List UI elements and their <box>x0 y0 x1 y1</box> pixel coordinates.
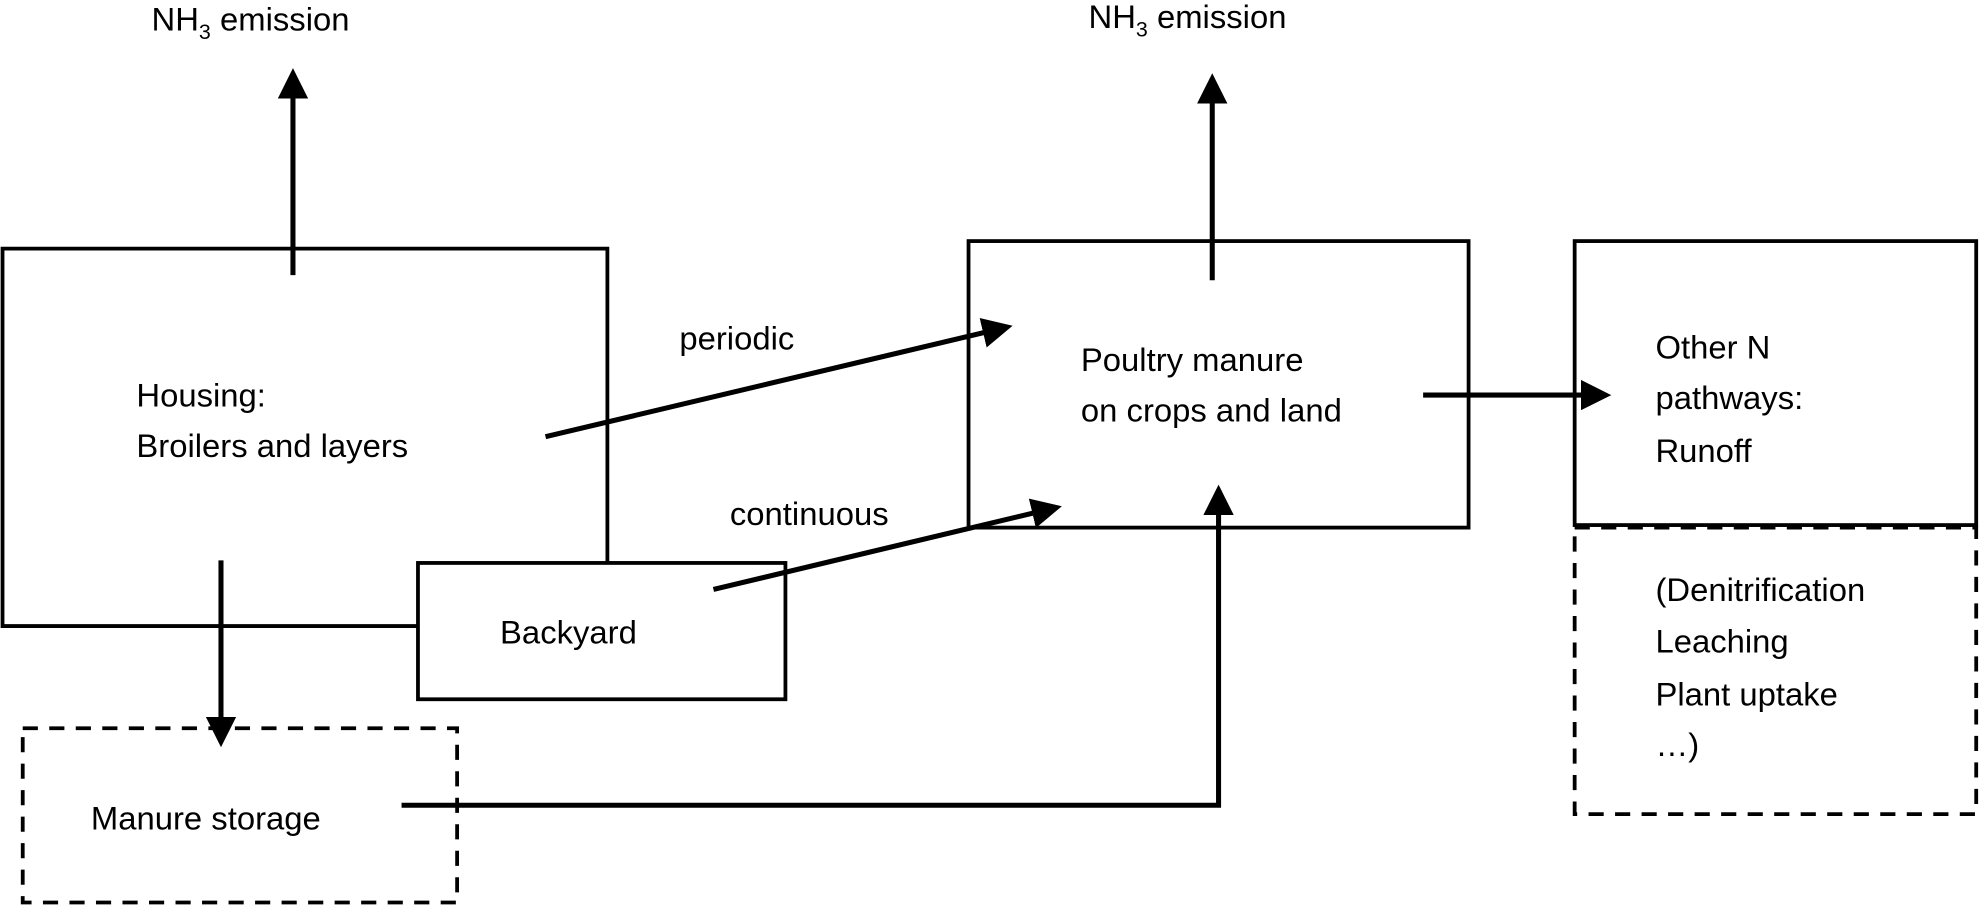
other-details-label-1: (Denitrification <box>1655 571 1865 608</box>
storage-to-land-arrow <box>401 484 1234 808</box>
housing-label-2: Broilers and layers <box>136 427 408 464</box>
backyard-label: Backyard <box>500 614 637 651</box>
housing-label-1: Housing: <box>136 376 266 413</box>
other-details-label-3: Plant uptake <box>1655 676 1837 713</box>
other-details-label-2: Leaching <box>1655 623 1788 660</box>
nh3-emission-left-label: NH3 emission <box>152 0 350 44</box>
manure-storage-box <box>20 726 460 905</box>
periodic-arrow <box>544 318 1013 440</box>
other-details-box <box>1572 525 1979 817</box>
periodic-label: periodic <box>679 320 794 357</box>
other-pathways-label-1: Other N <box>1655 328 1770 365</box>
other-details-label-4: …) <box>1655 726 1699 763</box>
housing-box <box>0 246 610 628</box>
nh3-emission-right-label: NH3 emission <box>1088 0 1286 42</box>
other-pathways-label-2: pathways: <box>1655 379 1803 416</box>
manure-storage-label: Manure storage <box>91 799 321 836</box>
other-pathways-label-3: Runoff <box>1655 432 1752 469</box>
continuous-label: continuous <box>730 495 889 532</box>
poultry-manure-box <box>966 239 1471 530</box>
poultry-manure-label-1: Poultry manure <box>1081 341 1304 378</box>
continuous-arrow <box>712 498 1062 592</box>
other-pathways-box <box>1572 239 1979 527</box>
backyard-box <box>416 561 788 702</box>
poultry-manure-label-2: on crops and land <box>1081 392 1342 429</box>
